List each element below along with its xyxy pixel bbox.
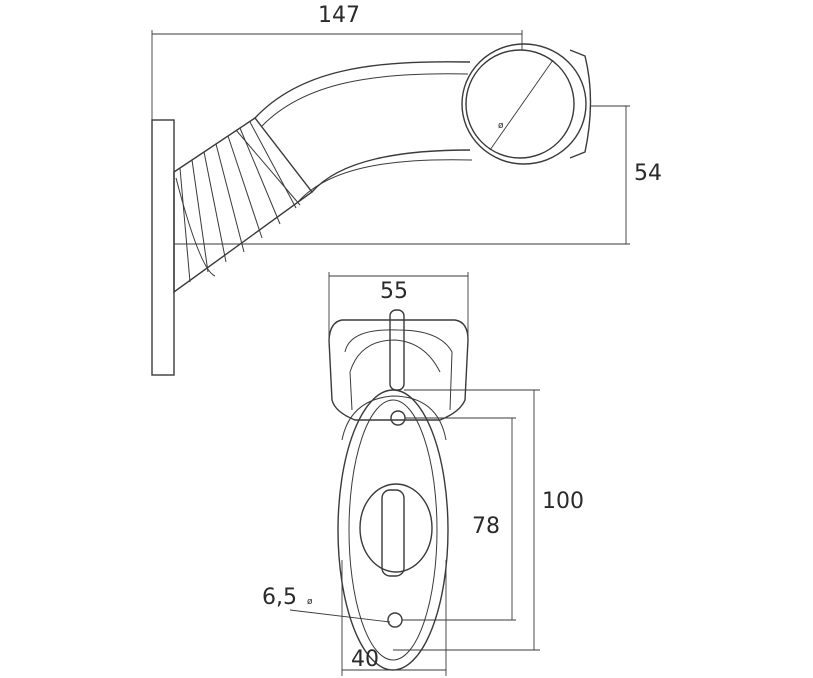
arm-neck-lower [311,149,471,193]
arm-ribs [175,121,301,283]
arm-neck-upper [254,61,471,119]
lens-diameter-symbol: ø [498,121,504,131]
arm-neck-upper-inner [261,73,469,127]
dim-hole-diameter-symbol: ø [307,597,313,607]
center-tab [381,489,405,577]
lamp-head-outer [461,43,587,165]
dim-54-label: 54 [634,161,662,186]
lamp-cap [569,49,592,159]
mounting-plate [151,119,175,376]
dim-40-label: 40 [351,647,379,672]
dim-147-label: 147 [318,3,360,28]
mounting-hole-bottom [387,612,403,628]
head-top-inner-2 [349,339,441,411]
front-view: 55 100 78 6,5 ø 40 [262,272,584,676]
arm-neck-lower-inner [297,159,473,203]
mounting-hole-top [390,410,406,426]
head-tab [389,309,405,391]
head-top [328,319,469,421]
dim-100-label: 100 [542,489,584,514]
lamp-lens [465,49,575,159]
center-window [359,483,433,573]
base-oval-inner [348,399,438,661]
dim-55-label: 55 [380,279,408,304]
dim-78-label: 78 [472,514,500,539]
side-view: ø 147 54 [151,3,662,376]
base-neck [341,395,447,441]
head-top-inner [344,329,453,411]
dim-hole-leader [289,609,391,623]
arm-base [173,117,313,294]
dim-hole-label: 6,5 [262,585,297,610]
lens-diameter-line [489,59,554,151]
